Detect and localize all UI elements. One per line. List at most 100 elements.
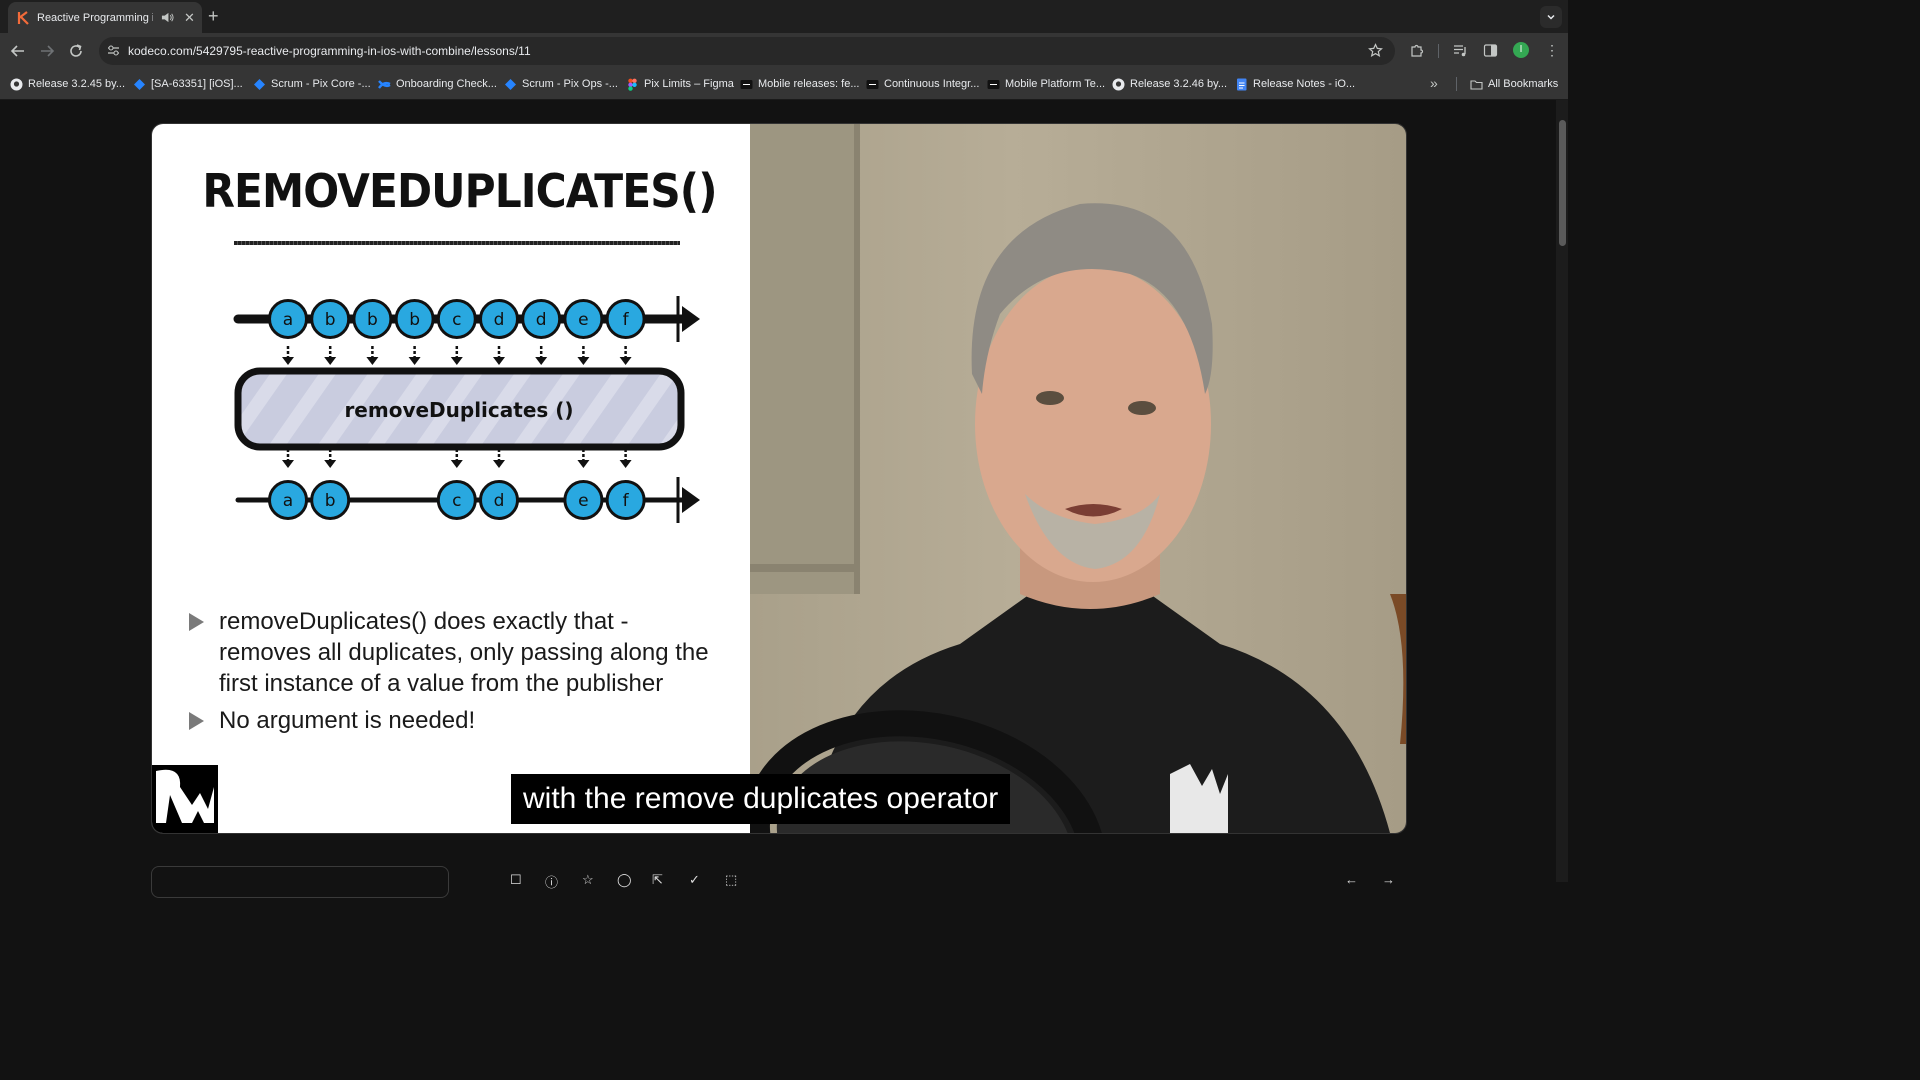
download-icon[interactable]: ⬚ (725, 872, 738, 887)
github-icon (10, 78, 23, 90)
forward-arrow-icon[interactable] (38, 42, 56, 60)
bookmark-star-icon[interactable] (1368, 43, 1383, 58)
presenter-beard (1025, 494, 1160, 569)
output-marble: c (436, 480, 477, 520)
output-marble: e (563, 480, 604, 520)
app-icon (866, 79, 879, 89)
slide-title-underline (234, 241, 680, 245)
bookmark-item[interactable]: Release 3.2.46 by... (1112, 76, 1227, 92)
presenter-mouth (1065, 504, 1122, 517)
favorite-star-icon[interactable]: ☆ (582, 872, 594, 887)
presenter-eye-left (1036, 391, 1064, 405)
svg-text:b: b (325, 310, 336, 330)
svg-text:a: a (283, 491, 293, 511)
figma-icon (628, 78, 637, 91)
chevron-down-icon (1547, 14, 1555, 20)
bookmarks-divider (1456, 77, 1457, 91)
shirt-logo (1170, 764, 1228, 833)
scrollbar-thumb[interactable] (1559, 120, 1566, 246)
down-arrow-icon (282, 449, 294, 468)
bookmark-item[interactable]: Mobile Platform Te... (987, 76, 1105, 92)
bookmark-item[interactable]: Continuous Integr... (866, 76, 979, 92)
down-arrow-icon (408, 346, 421, 365)
output-marble: f (605, 480, 646, 520)
input-arrows (282, 346, 632, 365)
bookmark-item[interactable]: [SA-63351] [iOS]... (133, 76, 243, 92)
close-tab-icon[interactable]: ✕ (184, 10, 195, 25)
svg-text:d: d (494, 310, 505, 330)
share-icon[interactable]: ⇱ (652, 872, 663, 887)
input-stream-arrow (682, 306, 700, 332)
svg-text:f: f (623, 310, 630, 330)
speaker-icon[interactable] (161, 11, 174, 24)
guitar-edge (1390, 594, 1406, 744)
down-arrow-icon (577, 346, 590, 365)
bullet-triangle-icon (189, 613, 204, 631)
new-tab-button[interactable]: + (208, 6, 219, 26)
input-marble: b (352, 299, 393, 339)
down-arrow-icon (366, 346, 379, 365)
media-controls-icon[interactable] (1453, 43, 1468, 58)
all-bookmarks-button[interactable]: All Bookmarks (1470, 76, 1558, 92)
bookmark-item[interactable]: Onboarding Check... (378, 76, 497, 92)
output-arrows (282, 449, 632, 468)
notes-icon[interactable]: ☐ (510, 872, 522, 887)
reload-icon[interactable] (67, 42, 85, 60)
url-text: kodeco.com/5429795-reactive-programming-… (128, 44, 531, 58)
bookmark-item[interactable]: Scrum - Pix Ops -... (504, 76, 618, 92)
previous-lesson-icon[interactable]: ← (1345, 872, 1358, 887)
profile-avatar[interactable]: I (1513, 42, 1529, 58)
site-settings-icon[interactable] (107, 44, 120, 57)
svg-text:c: c (452, 491, 461, 511)
down-arrow-icon (324, 449, 337, 468)
svg-text:e: e (578, 310, 588, 330)
output-marble: a (268, 480, 308, 520)
down-arrow-icon (619, 346, 632, 365)
folder-icon (1470, 79, 1483, 90)
confluence-icon (378, 79, 391, 89)
lesson-selector[interactable] (151, 866, 449, 898)
next-lesson-icon[interactable]: → (1382, 872, 1395, 887)
slide-bullet: No argument is needed! (187, 705, 727, 736)
side-panel-icon[interactable] (1483, 43, 1498, 58)
address-bar[interactable]: kodeco.com/5429795-reactive-programming-… (99, 37, 1395, 65)
more-bookmarks-icon[interactable]: » (1430, 75, 1438, 91)
output-marble: b (310, 480, 351, 520)
svg-text:f: f (623, 491, 630, 511)
input-marble: a (268, 299, 308, 339)
jira-icon (254, 78, 265, 90)
comment-icon[interactable]: ◯ (617, 872, 632, 887)
down-arrow-icon (493, 346, 505, 365)
kodeco-k-icon (17, 10, 29, 25)
down-arrow-icon (619, 449, 632, 468)
bookmark-item[interactable]: Mobile releases: fe... (740, 76, 860, 92)
input-marble: b (394, 299, 435, 339)
bookmark-item[interactable]: Release 3.2.45 by... (10, 76, 125, 92)
bookmark-item[interactable]: Release Notes - iO... (1235, 76, 1355, 92)
input-marble: e (563, 299, 604, 339)
bookmark-item[interactable]: Pix Limits – Figma (626, 76, 734, 92)
jira-icon (505, 78, 516, 90)
bookmark-item[interactable]: Scrum - Pix Core -... (253, 76, 371, 92)
complete-check-icon[interactable]: ✓ (689, 872, 700, 887)
down-arrow-icon (493, 449, 505, 468)
back-arrow-icon[interactable] (9, 42, 27, 60)
svg-text:b: b (325, 491, 336, 511)
bullet-triangle-icon (189, 712, 204, 730)
toolbar-divider (1438, 44, 1439, 58)
presenter-scene (750, 124, 1406, 833)
extensions-puzzle-icon[interactable] (1410, 43, 1425, 58)
input-marble: b (310, 299, 351, 339)
scrollbar-track[interactable] (1556, 100, 1568, 882)
tab-search-button[interactable] (1540, 6, 1562, 28)
svg-text:a: a (283, 310, 293, 330)
browser-menu-icon[interactable]: ⋮ (1545, 42, 1559, 58)
svg-text:e: e (578, 491, 588, 511)
input-marble: f (605, 299, 646, 339)
info-icon[interactable]: ⓘ (545, 875, 559, 890)
tab-active[interactable]: Reactive Programming in ✕ (8, 2, 202, 33)
down-arrow-icon (282, 346, 294, 365)
